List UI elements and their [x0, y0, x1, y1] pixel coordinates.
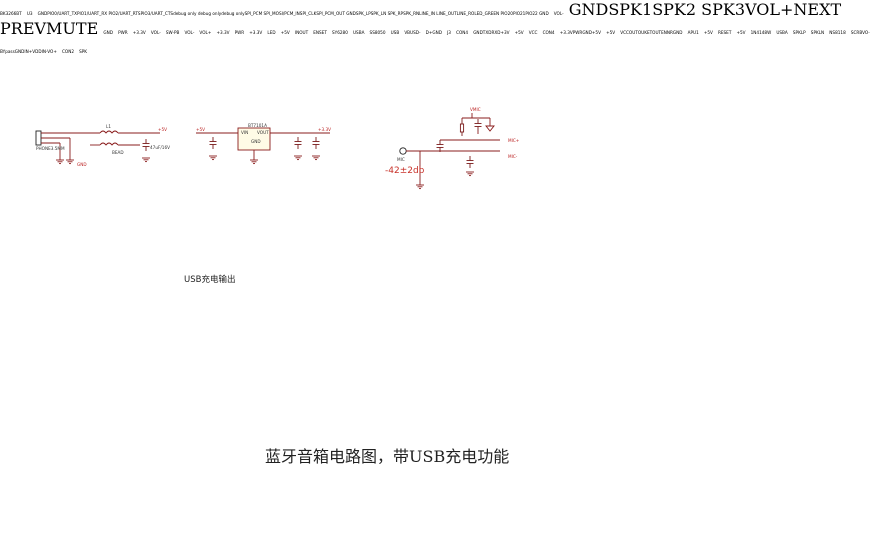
transistor-q1: USBA SS8050 USB VBUSD- D+GND [353, 19, 447, 38]
key-33-1: +3.3V [216, 30, 230, 35]
con4-section: J3 CON4 GNDTXDRXD+3V +5V VCC [447, 19, 543, 38]
chg-v5: +5V [606, 30, 616, 35]
reset-v5: +5V [736, 30, 746, 35]
con4-connector: J3 CON4 GNDTXDRXD+3V +5V VCC [447, 30, 538, 35]
reset-label: RESET [717, 30, 732, 35]
audio-jack-section: PHONE3.5MM GND +5V L1 BEAD 47uF/16V [35, 124, 170, 167]
v33-label-1: +3.3V [318, 127, 331, 132]
boost-chip: INOUT ENSET SY6280 USBA SS8050 USB VBUSD… [295, 19, 447, 38]
pwr-out: PWR [234, 30, 245, 35]
svg-text:VIN: VIN [241, 130, 248, 135]
sw-label-1: SW-PB [165, 30, 180, 35]
con4-label: CON4 [456, 30, 469, 35]
bt-module-label: BK3266BT [0, 11, 22, 16]
ldo-section: +5V BT7101A VIN VOUT GND +3.3V [196, 123, 331, 165]
gnd-label: GND [77, 162, 87, 167]
speaker-connector: CON2 SPK [62, 38, 87, 57]
bt-volminus-label: VOL- [553, 11, 564, 16]
con2-label: CON2 [61, 49, 74, 54]
transistor-q2: +5V 1N4148W USBA [736, 30, 788, 35]
keypad-section: VOL- SW-PB VOL- VOL+ +3.3V [151, 19, 281, 38]
mic-gain-label: -42±2db [385, 166, 425, 176]
bt-module-section: BK3266BT U3 GNDPIO0/UART_TXPIO1/UART_RX … [0, 0, 841, 38]
key-vol-minus: VOL- SW-PB VOL- [150, 30, 195, 35]
con5-label: CON4 [542, 30, 555, 35]
con5-section: CON4 +3.3VPWRGND+5V [543, 19, 607, 38]
v5-label-1: +5V [158, 127, 167, 132]
vcc-label: VCC [528, 30, 538, 35]
key-pwr: +3.3V PWR [216, 19, 249, 38]
vmic-label: VMIC [470, 107, 481, 112]
charger-section: +5V VCCOUTOUKETOUTENNRGND APU1 [606, 19, 718, 38]
q1-label: SS8050 [369, 30, 386, 35]
vol-minus-out: VOL- [184, 30, 195, 35]
chg-v5-out: +5V [703, 30, 713, 35]
svg-text:MIC+: MIC+ [508, 138, 520, 143]
mic-label: MIC [397, 157, 405, 162]
v5-label-2: +5V [196, 127, 205, 132]
bt-pwr-bottom: PWR [118, 30, 128, 35]
diode-label: 1N4148W [750, 30, 772, 35]
charger-chip: VCCOUTOUKETOUTENNRGND APU1 +5V [620, 30, 713, 35]
svg-text:GND: GND [251, 139, 261, 144]
usb-charge-output-label: USB充电输出 [184, 275, 236, 285]
key-vol-plus: VOL+ [199, 19, 216, 38]
figure-caption: 蓝牙音箱电路图，带USB充电功能 [265, 447, 510, 466]
svg-text:VOUT: VOUT [257, 130, 269, 135]
amp-chip: NS8118 SCRBVO-BYpassGNDIN+VDDIN-VO+ CON2… [0, 19, 870, 57]
svg-text:MIC-: MIC- [508, 154, 518, 159]
svg-text:BEAD: BEAD [112, 150, 124, 155]
led-out: LED [267, 30, 276, 35]
vol-plus-out: VOL+ [199, 30, 212, 35]
mic-section: MIC VMIC MIC+ MIC- [397, 107, 520, 190]
con5-connector: CON4 +3.3VPWRGND+5V [542, 30, 601, 35]
jack-label: PHONE3.5MM [36, 146, 65, 151]
bt-33-bottom: +3.3V [132, 30, 146, 35]
usb-connector: USB VBUSD- D+GND [390, 30, 442, 35]
ldo-label: BT7101A [248, 123, 267, 128]
amplifier-section: SPKLP SPKLN NS8118 SCRBVO-BYpassGNDIN+VD… [0, 19, 870, 57]
reset-section: RESET +5V 1N4148W USBA [718, 19, 793, 38]
bt-gnd-label: GND [539, 11, 549, 16]
usb-output-section: +5V INOUT ENSET SY6280 USBA SS8050 USB V… [281, 19, 447, 38]
key-33-2: +3.3V [249, 30, 263, 35]
svg-text:L1: L1 [106, 124, 111, 129]
bt-gnd-bottom: GND [103, 30, 113, 35]
key-led: +3.3V LED [249, 19, 280, 38]
con-v5: +5V [514, 30, 524, 35]
spk-label: SPK [79, 49, 88, 54]
amp-label: NS8118 [829, 30, 846, 35]
bt-module-chip: BK3266BT U3 GNDPIO0/UART_TXPIO1/UART_RX … [0, 0, 842, 38]
usb-v5-label: +5V [280, 30, 290, 35]
svg-text:47uF/16V: 47uF/16V [150, 145, 170, 150]
